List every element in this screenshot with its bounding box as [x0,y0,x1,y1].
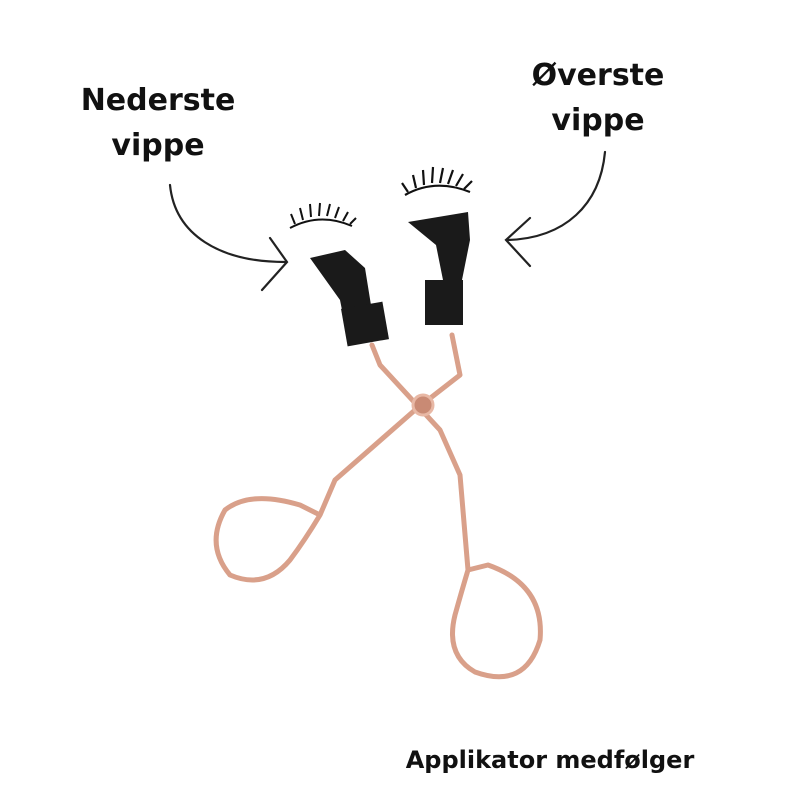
lower-lash-label-line2: vippe [111,128,205,163]
arrow-upper-icon [504,150,607,268]
lower-lash-icon [289,202,357,229]
upper-lash-icon [401,166,473,196]
upper-lash-label-line2: vippe [551,103,645,138]
upper-lash-pad [408,212,470,325]
upper-lash-label: Øverste vippe [498,53,698,143]
upper-lash-label-line1: Øverste [531,58,665,93]
tool-frame [213,332,543,680]
lower-lash-label-line1: Nederste [80,83,236,118]
caption: Applikator medfølger [405,746,695,774]
lower-lash-label: Nederste vippe [58,78,258,168]
lower-lash-pad [310,250,389,347]
arrow-lower-icon [168,183,289,292]
